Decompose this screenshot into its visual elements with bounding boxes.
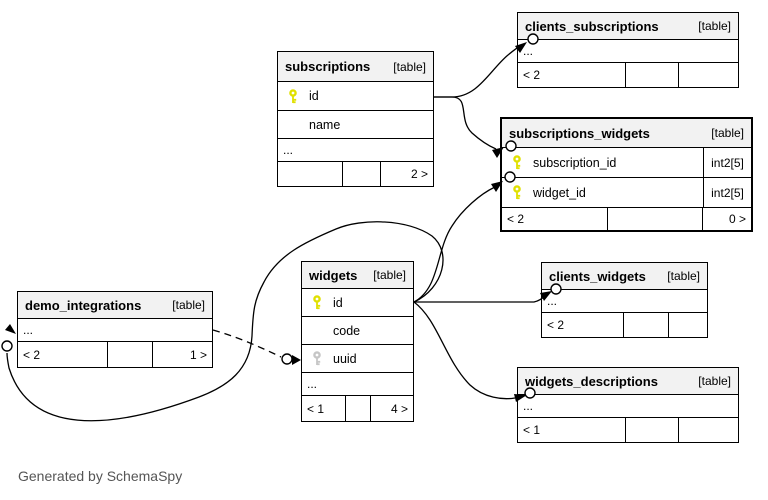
- edge-widgets-to-subscriptions_widgets: [413, 186, 496, 303]
- footer-right: 0 >: [728, 212, 746, 226]
- footer-mid: [624, 313, 669, 337]
- column-name: subscription_id: [533, 155, 617, 170]
- edge-subscriptions-to-clients_subscriptions: [434, 44, 523, 98]
- table-type-tag: [table]: [172, 298, 205, 312]
- unique-key-icon: [311, 351, 324, 366]
- table-subscriptions_widgets[interactable]: subscriptions_widgets [table] subscripti…: [500, 117, 753, 232]
- table-name: subscriptions: [285, 59, 371, 74]
- table-header: widgets [table]: [302, 262, 413, 289]
- column-row-widget_id: widget_id int2[5]: [502, 178, 751, 208]
- footer-right: [679, 418, 738, 442]
- table-name: clients_subscriptions: [525, 18, 659, 34]
- primary-key-icon: [511, 185, 524, 200]
- fk-endpoint-circle: [281, 353, 293, 365]
- key-spacer: [287, 117, 300, 132]
- primary-key-icon: [311, 295, 324, 310]
- fk-endpoint-circle: [1, 340, 13, 352]
- edge-widgets-to-widgets_descriptions: [413, 301, 516, 400]
- footer-mid: [346, 396, 371, 421]
- table-header: clients_subscriptions [table]: [518, 13, 738, 40]
- more-columns-row: ...: [518, 40, 738, 63]
- column-type: int2[5]: [703, 178, 751, 207]
- footer-right: [679, 63, 738, 87]
- footer-mid: [343, 162, 381, 186]
- footer-mid: [108, 342, 153, 367]
- table-header: subscriptions [table]: [278, 52, 433, 82]
- table-header: widgets_descriptions [table]: [518, 368, 738, 395]
- table-widgets[interactable]: widgets [table] id code uuid ... < 1 4 >: [301, 261, 414, 422]
- column-name: uuid: [333, 351, 357, 366]
- column-row-name: name: [278, 111, 433, 139]
- table-header: demo_integrations [table]: [18, 292, 212, 319]
- column-name: id: [309, 89, 319, 103]
- more-columns-row: ...: [302, 373, 413, 396]
- footer-left: < 1: [518, 418, 626, 442]
- table-header: clients_widgets [table]: [542, 263, 707, 290]
- primary-key-icon: [287, 88, 300, 104]
- table-clients_subscriptions[interactable]: clients_subscriptions [table] ... < 2: [517, 12, 739, 88]
- footer-right: 2 >: [410, 167, 428, 181]
- table-name: widgets: [309, 267, 358, 283]
- more-columns-row: ...: [278, 139, 433, 162]
- footer-right: 1 >: [189, 347, 207, 362]
- table-type-tag: [table]: [698, 19, 731, 33]
- arrowhead: [292, 355, 301, 365]
- column-row-code: code: [302, 317, 413, 345]
- table-type-tag: [table]: [667, 269, 700, 283]
- table-name: subscriptions_widgets: [509, 125, 650, 141]
- table-footer: < 1: [518, 418, 738, 442]
- primary-key-icon: [511, 155, 524, 170]
- table-demo_integrations[interactable]: demo_integrations [table] ... < 2 1 >: [17, 291, 213, 368]
- footer-left: < 2: [502, 208, 608, 230]
- footer-mid: [626, 418, 679, 442]
- footer-left: < 2: [542, 313, 624, 337]
- edge-widgets-to-clients_widgets: [414, 294, 547, 303]
- more-columns-row: ...: [518, 395, 738, 418]
- more-columns-row: ...: [542, 290, 707, 313]
- table-footer: 2 >: [278, 162, 433, 186]
- column-name: name: [309, 117, 341, 132]
- column-name: widget_id: [533, 185, 586, 200]
- column-name: id: [333, 295, 343, 310]
- column-row-uuid: uuid: [302, 345, 413, 373]
- column-row-id: id: [302, 289, 413, 317]
- table-name: widgets_descriptions: [525, 373, 658, 389]
- table-footer: < 2: [518, 63, 738, 87]
- table-footer: < 2 0 >: [502, 208, 751, 230]
- table-type-tag: [table]: [373, 268, 406, 282]
- table-name: demo_integrations: [25, 297, 142, 313]
- column-row-id: id: [278, 82, 433, 111]
- footer-mid: [608, 208, 703, 230]
- column-type: int2[5]: [703, 148, 751, 177]
- table-footer: < 2 1 >: [18, 342, 212, 367]
- footer-left: [278, 162, 343, 186]
- edge-subscriptions-to-subscriptions_widgets: [434, 96, 497, 150]
- table-clients_widgets[interactable]: clients_widgets [table] ... < 2: [541, 262, 708, 338]
- generated-by-note: Generated by SchemaSpy: [18, 468, 183, 484]
- footer-left: < 1: [302, 396, 346, 421]
- edge-demo_integrations-to-widgets-implied: [212, 329, 282, 358]
- table-type-tag: [table]: [698, 374, 731, 388]
- more-columns-row: ...: [18, 319, 212, 342]
- table-footer: < 2: [542, 313, 707, 337]
- footer-mid: [626, 63, 679, 87]
- table-type-tag: [table]: [393, 59, 426, 74]
- footer-left: < 2: [518, 63, 626, 87]
- arrowhead: [5, 324, 16, 334]
- table-footer: < 1 4 >: [302, 396, 413, 421]
- column-row-subscription_id: subscription_id int2[5]: [502, 148, 751, 178]
- column-name: code: [333, 323, 361, 338]
- table-name: clients_widgets: [549, 268, 646, 284]
- footer-left: < 2: [18, 342, 108, 367]
- table-header: subscriptions_widgets [table]: [502, 119, 751, 148]
- key-spacer: [311, 323, 324, 338]
- footer-right: 4 >: [390, 401, 408, 416]
- table-subscriptions[interactable]: subscriptions [table] id name ... 2 >: [277, 51, 434, 187]
- footer-right: [669, 313, 707, 337]
- table-type-tag: [table]: [711, 126, 744, 140]
- table-widgets_descriptions[interactable]: widgets_descriptions [table] ... < 1: [517, 367, 739, 443]
